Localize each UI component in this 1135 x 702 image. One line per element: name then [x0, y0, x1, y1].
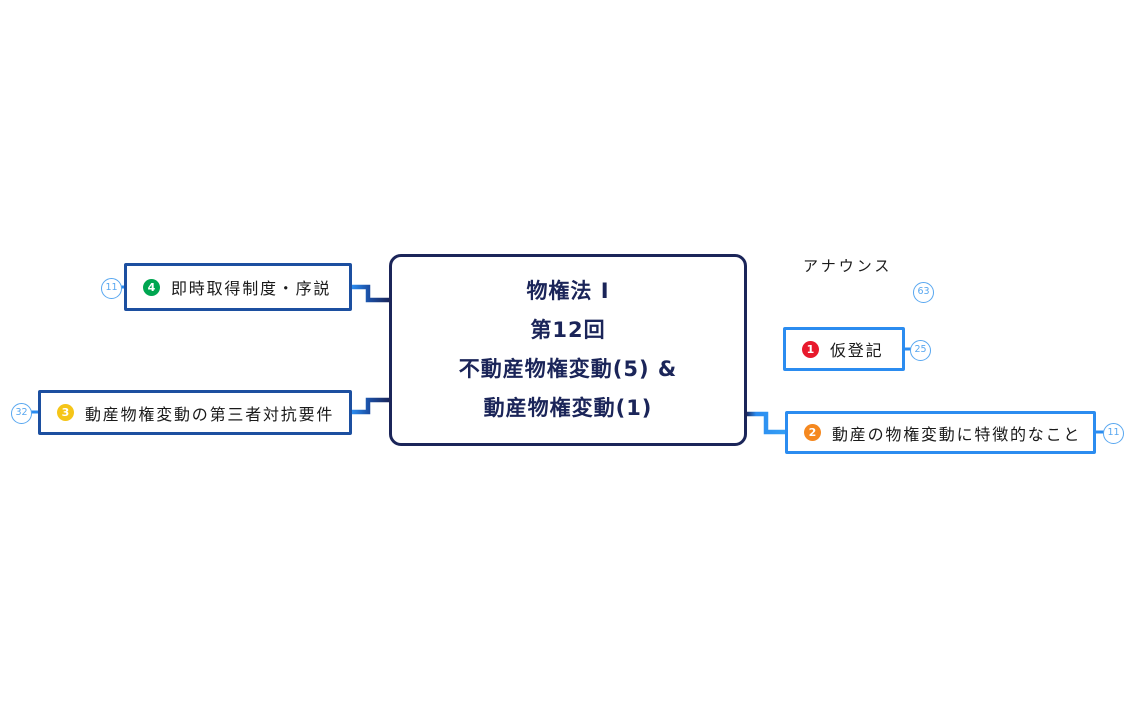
wire-root-to-branch-4: [352, 284, 390, 303]
branch-label-1: 仮登記: [830, 341, 884, 360]
root-line-1: 物権法 I: [526, 279, 610, 304]
branch-node-4[interactable]: 4 即時取得制度・序説: [124, 263, 352, 311]
branch-count-badge-2[interactable]: 11: [1103, 423, 1124, 444]
branch-count-badge-1[interactable]: 25: [910, 340, 931, 361]
branch-label-announce[interactable]: アナウンス: [803, 257, 893, 275]
branch-label-3: 動産物権変動の第三者対抗要件: [85, 404, 335, 424]
root-line-2: 第12回: [530, 318, 606, 343]
root-node-text: 物権法 I 第12回 不動産物権変動(5) & 動産物権変動(1): [459, 272, 677, 427]
wire-root-to-branch-3: [352, 397, 390, 415]
branch-node-2[interactable]: 2 動産の物権変動に特徴的なこと: [785, 411, 1096, 454]
branch-chip-3: 3: [57, 404, 74, 421]
branch-count-badge-announce[interactable]: 63: [913, 282, 934, 303]
branch-node-3[interactable]: 3 動産物権変動の第三者対抗要件: [38, 390, 352, 435]
branch-label-4: 即時取得制度・序説: [171, 279, 332, 298]
wire-root-to-branch-2: [746, 411, 786, 435]
branch-chip-2: 2: [804, 424, 821, 441]
branch-node-1-inner: 1 仮登記: [786, 337, 902, 361]
branch-count-badge-4[interactable]: 11: [101, 278, 122, 299]
branch-node-3-inner: 3 動産物権変動の第三者対抗要件: [41, 401, 350, 425]
root-node[interactable]: 物権法 I 第12回 不動産物権変動(5) & 動産物権変動(1): [389, 254, 747, 446]
branch-count-badge-3[interactable]: 32: [11, 403, 32, 424]
branch-label-2: 動産の物権変動に特徴的なこと: [832, 424, 1082, 444]
branch-node-4-inner: 4 即時取得制度・序説: [127, 275, 349, 299]
root-line-4: 動産物権変動(1): [483, 395, 653, 420]
branch-chip-4: 4: [143, 278, 160, 296]
branch-node-1[interactable]: 1 仮登記: [783, 327, 905, 371]
branch-chip-1: 1: [802, 340, 819, 358]
branch-node-2-inner: 2 動産の物権変動に特徴的なこと: [788, 421, 1097, 445]
root-line-3: 不動産物権変動(5) &: [458, 357, 678, 381]
